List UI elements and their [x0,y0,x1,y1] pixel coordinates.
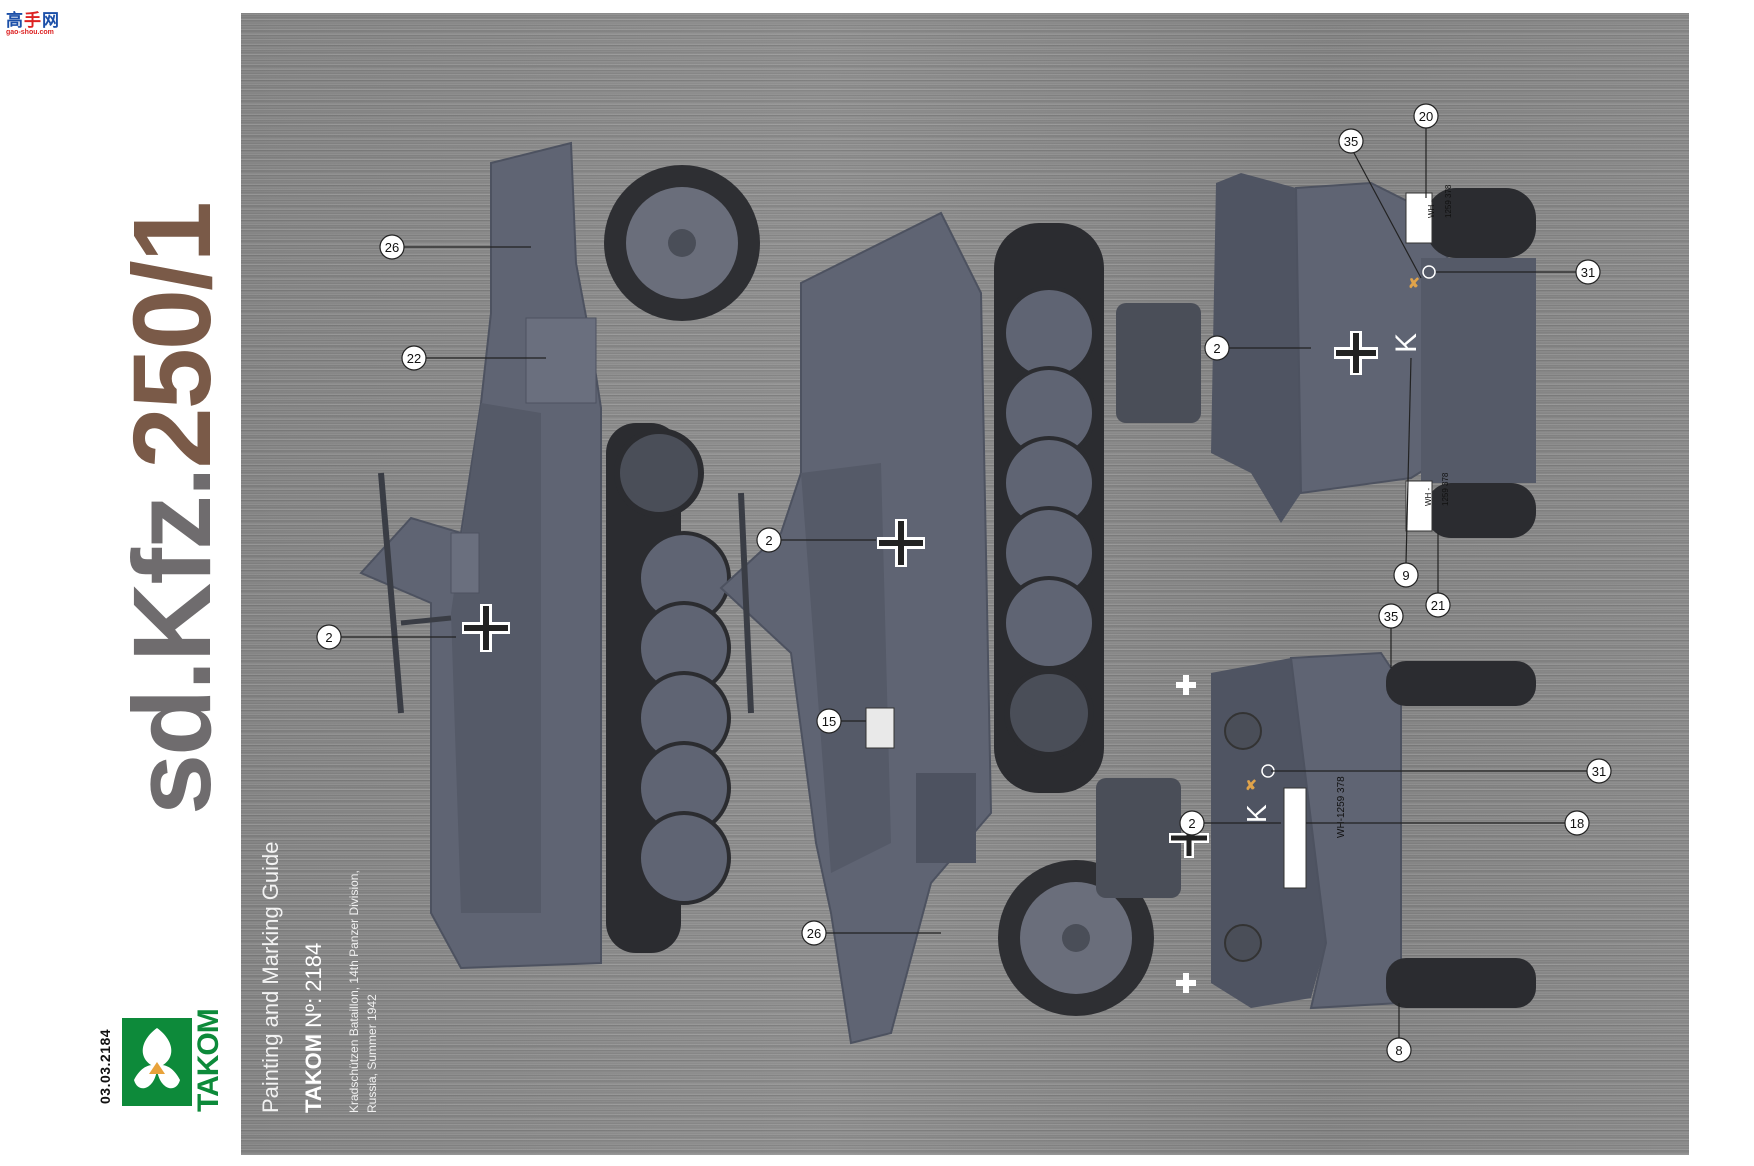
callout-tr-20: 20 [1413,103,1439,129]
balkenkreuz-middle [877,519,925,567]
svg-text:21: 21 [1431,598,1445,613]
callout-tr-9: 9 [1393,562,1419,588]
unit-description-line2: Russia, Summer 1942 [365,994,379,1113]
svg-text:1259 378: 1259 378 [1441,472,1450,506]
callout-tr-35: 35 [1338,128,1364,154]
svg-text:2: 2 [765,533,772,548]
balkenkreuz-small-top [1176,675,1196,695]
guide-label: Painting and Marking Guide [258,841,283,1114]
svg-text:26: 26 [807,926,821,941]
symbol-mark-top: ✘ [1408,275,1420,291]
kit-number: TAKOM Nº: 2184 [301,942,326,1113]
letter-k-bottom: K [1241,804,1272,823]
callout-tr-2: 2 [1204,335,1230,361]
svg-text:2: 2 [325,630,332,645]
callout-mid-2: 2 [756,527,782,553]
callout-circles: 26 22 2 2 15 26 35 20 31 2 9 21 35 31 2 … [316,103,1612,1063]
callout-tr-31: 31 [1575,259,1601,285]
callout-mid-26: 26 [801,920,827,946]
svg-text:2: 2 [1213,341,1220,356]
balkenkreuz-rear-top [1334,331,1378,375]
callouts [341,128,1587,1038]
svg-text:22: 22 [407,351,421,366]
svg-text:WH-1259 378: WH-1259 378 [1336,776,1347,838]
callout-mid-15: 15 [816,708,842,734]
balkenkreuz-left [462,604,510,652]
callout-br-18: 18 [1564,810,1590,836]
callout-br-31: 31 [1586,758,1612,784]
balkenkreuz-front-bottom [1169,818,1209,858]
callout-left-2: 2 [316,624,342,650]
callout-br-8: 8 [1386,1037,1412,1063]
callout-left-26: 26 [379,234,405,260]
page-title: sd.Kfz.250/1 [111,203,234,815]
watermark-url: gao-shou.com [6,29,54,36]
svg-text:WH -: WH - [1424,487,1433,506]
svg-text:26: 26 [385,240,399,255]
svg-text:18: 18 [1570,816,1584,831]
plate-bottom-rear: WH - 1259 378 [1405,472,1450,532]
front-view-bottom: K ✘ WH-1259 378 [1096,651,1536,1010]
svg-text:20: 20 [1419,109,1433,124]
svg-text:1259 378: 1259 378 [1444,184,1453,218]
svg-text:9: 9 [1402,568,1409,583]
svg-text:WH -: WH - [1427,199,1436,218]
callout-tr-21: 21 [1425,592,1451,618]
svg-text:2: 2 [1188,816,1195,831]
site-watermark: 高手网 gao-shou.com [6,6,70,40]
callout-br-2: 2 [1179,810,1205,836]
takom-logo [122,1018,192,1106]
svg-text:15: 15 [822,714,836,729]
plate-top-rear: WH - 1259 378 [1405,184,1453,244]
vehicle-artwork: K ✘ WH - 1259 378 WH - 1259 378 K ✘ [316,103,1612,1063]
svg-text:31: 31 [1592,764,1606,779]
svg-text:35: 35 [1384,609,1398,624]
plate-front: WH-1259 378 [1283,776,1347,889]
logo-wordmark: TAKOM [192,1009,225,1112]
balkenkreuz-small-bottom [1176,973,1196,993]
callout-left-22: 22 [401,345,427,371]
symbol-mark-bottom: ✘ [1245,777,1257,793]
left-side-view [359,141,760,970]
svg-text:35: 35 [1344,134,1358,149]
watermark-name: 高手网 [6,11,60,31]
svg-text:8: 8 [1395,1043,1402,1058]
letter-k-top: K [1390,333,1423,353]
callout-br-35: 35 [1378,603,1404,629]
product-code: 03.03.2184 [97,1028,113,1104]
rear-view-top: K ✘ WH - 1259 378 WH - 1259 378 [1116,173,1536,538]
unit-description-line1: Kradschützen Bataillon, 14th Panzer Divi… [347,870,361,1113]
svg-text:31: 31 [1581,265,1595,280]
middle-side-view [719,211,1154,1045]
